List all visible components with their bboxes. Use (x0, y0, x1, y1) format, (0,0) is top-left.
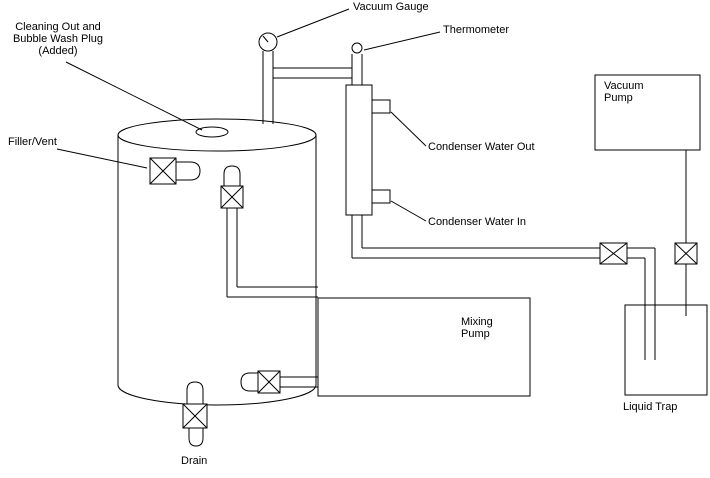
filler-vent-assembly (149, 157, 201, 185)
label-vacuum-gauge: Vacuum Gauge (353, 1, 429, 13)
tank-top (117, 118, 317, 152)
label-cleaning-plug: Cleaning Out and Bubble Wash Plug (Added… (8, 21, 108, 57)
drain-assembly (182, 381, 208, 447)
vacuum-pump-box (594, 74, 701, 151)
condenser (345, 54, 391, 258)
label-filler-vent: Filler/Vent (8, 136, 57, 148)
label-vacuum-pump-line1: Vacuum (604, 80, 644, 92)
thermometer-bulb-icon (351, 42, 363, 54)
drain-top-cap (186, 381, 204, 404)
trap-inlet-valve-icon (599, 242, 628, 265)
label-vacuum-pump-line2: Pump (604, 92, 633, 104)
label-cleaning-plug-line3: (Added) (38, 45, 78, 57)
tank (117, 118, 317, 406)
condenser-jacket (345, 84, 373, 216)
pointer-vacuum-gauge (276, 8, 350, 38)
liquid-trap-box (624, 304, 708, 396)
condenser-water-in-stub (371, 189, 391, 204)
label-mixing-pump-line1: Mixing (461, 316, 493, 328)
label-vacuum-pump: Vacuum Pump (604, 80, 644, 104)
label-thermometer: Thermometer (443, 24, 510, 36)
mixing-pump-box (317, 297, 531, 397)
label-condenser-water-in: Condenser Water In (428, 216, 527, 228)
outlet-valve-icon (257, 370, 281, 394)
label-drain: Drain (181, 455, 208, 467)
label-mixing-pump: Mixing Pump (461, 316, 493, 340)
pointer-lines (56, 8, 441, 222)
pointer-cleaning-plug (65, 61, 203, 131)
label-condenser-water-out: Condenser Water Out (428, 141, 535, 153)
pointer-condenser-water-out (390, 111, 427, 147)
vacuum-line-valve-icon (674, 242, 698, 265)
filler-vent-valve-icon (149, 157, 177, 185)
condenser-outlet-pipe (352, 247, 656, 360)
outlet-cap (240, 372, 258, 392)
filler-vent-cap (176, 161, 201, 181)
dip-pipe-valve-icon (220, 185, 244, 209)
vacuum-gauge-needle (262, 35, 269, 43)
condenser-water-out-stub (371, 99, 391, 114)
dip-pipe-cap (223, 165, 241, 186)
vacuum-gauge-dial-icon (258, 32, 278, 52)
vacuum-gauge-pipe (262, 51, 352, 124)
label-liquid-trap: Liquid Trap (623, 401, 678, 413)
drain-valve-icon (182, 403, 208, 429)
pointer-condenser-water-in (390, 200, 427, 222)
drain-bottom-cap (188, 428, 204, 447)
pointer-thermometer (363, 31, 441, 51)
label-cleaning-plug-line2: Bubble Wash Plug (12, 33, 104, 45)
cleaning-plug (195, 126, 229, 138)
tank-dip-pipe (220, 165, 318, 298)
tank-bottom (117, 384, 317, 406)
label-mixing-pump-line2: Pump (461, 328, 490, 340)
tank-outlet-pipe (240, 370, 318, 394)
pointer-filler-vent (56, 148, 148, 169)
label-cleaning-plug-line1: Cleaning Out and (15, 21, 101, 33)
